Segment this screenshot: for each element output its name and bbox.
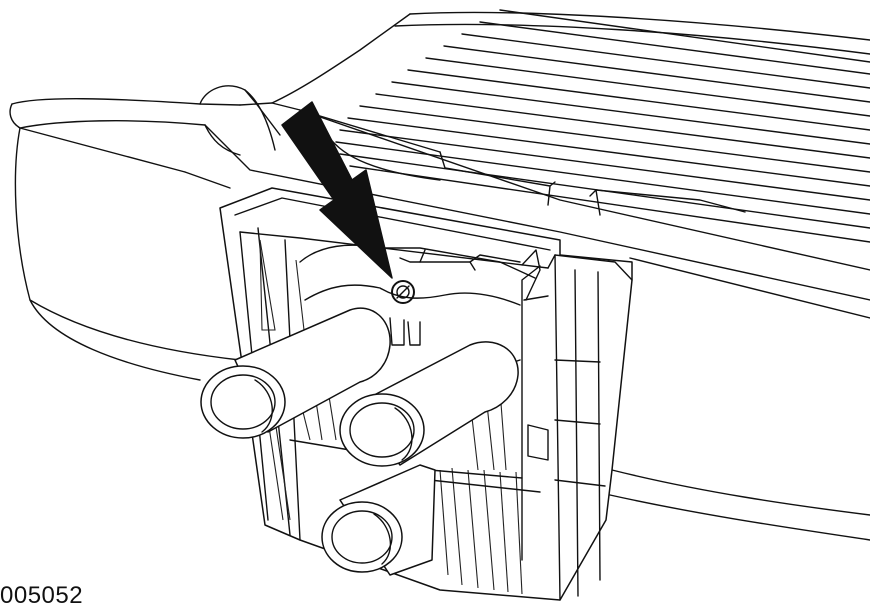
hose-pipe-upper xyxy=(200,307,391,439)
figure-code: 005052 xyxy=(0,582,84,609)
housing-shell xyxy=(9,13,870,541)
hose-pipe-lower xyxy=(321,464,436,576)
hose-pipe-middle xyxy=(339,341,519,467)
arrow-pointer-icon xyxy=(281,101,393,279)
mounting-boss xyxy=(199,85,281,156)
ribbed-cover xyxy=(319,9,870,243)
screw-icon xyxy=(391,280,415,304)
